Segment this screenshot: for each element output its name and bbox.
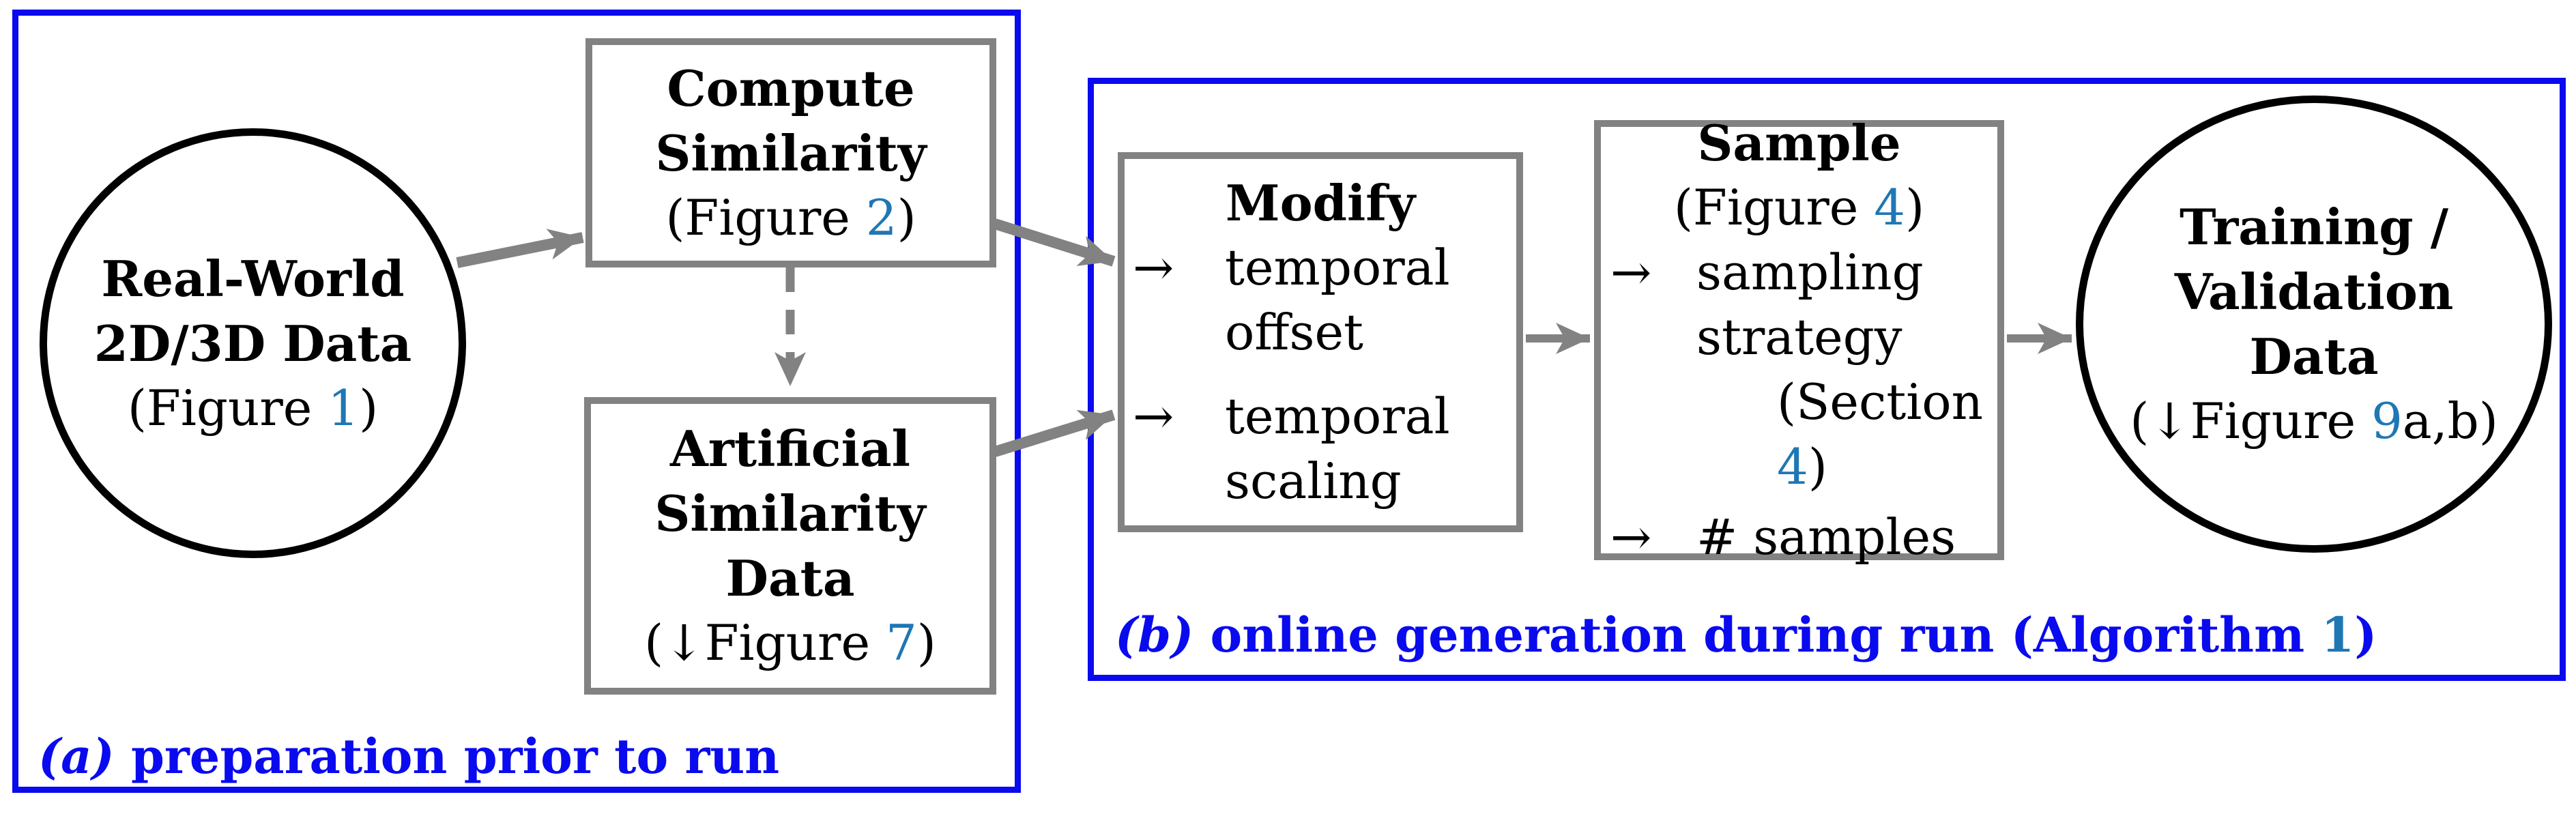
figure-ref-number: 9: [2371, 392, 2403, 450]
node-training-validation-data: Training / Validation Data (↓Figure 9a,b…: [2076, 96, 2552, 553]
figure-ref-close: ): [1905, 179, 1925, 236]
section-ref-text: (Section: [1777, 373, 1984, 431]
caption-panel-b: (b) online generation during run (Algori…: [1115, 606, 2377, 665]
modify-item-1-line-1: temporal: [1225, 239, 1450, 296]
right-arrow-bullet-icon: →: [1133, 239, 1174, 296]
modify-item-2-text: temporal scaling: [1225, 384, 1450, 514]
training-line-3: Data: [2249, 328, 2379, 386]
right-arrow-bullet-icon: →: [1610, 244, 1652, 301]
figure-ref-number: 7: [885, 614, 917, 671]
node-compute-similarity: Compute Similarity (Figure 2): [585, 38, 996, 267]
figure-ref-close: ): [359, 379, 379, 437]
modify-item-temporal-offset: → temporal offset: [1125, 235, 1516, 365]
algorithm-ref-number: 1: [2321, 607, 2355, 663]
compute-line-1: Compute: [667, 59, 915, 117]
down-arrow-figure-ref-text: (↓Figure: [644, 614, 886, 671]
figure-ref-close: a,b): [2402, 392, 2498, 450]
figure-ref-text: (Figure: [665, 188, 866, 246]
node-artificial-similarity-data: Artificial Similarity Data (↓Figure 7): [584, 397, 996, 695]
sample-item-2-text: # samples: [1696, 508, 1956, 566]
figure-ref-number: 2: [865, 188, 897, 246]
panel-b-box: [1088, 78, 2566, 681]
real-world-figure-ref: (Figure 1): [128, 376, 378, 441]
artificial-line-1: Artificial: [670, 420, 910, 478]
sample-item-num-samples: → # samples: [1601, 505, 1997, 570]
sample-title: Sample: [1697, 114, 1901, 172]
artificial-line-2: Similarity: [654, 484, 926, 542]
caption-b-close: ): [2354, 607, 2377, 663]
figure-ref-close: ): [897, 188, 916, 246]
sample-figure-ref: (Figure 4): [1601, 175, 1997, 240]
figure-ref-text: (Figure: [127, 379, 328, 437]
node-real-world-data: Real-World 2D/3D Data (Figure 1): [40, 128, 466, 558]
sample-item-1-line-2: strategy: [1696, 308, 1902, 366]
training-line-1: Training /: [2179, 198, 2449, 256]
real-world-line-2: 2D/3D Data: [93, 314, 412, 373]
figure-ref-number: 4: [1874, 179, 1906, 236]
sample-item-1-line-1: sampling: [1696, 244, 1924, 301]
section-ref-number: 4: [1777, 438, 1808, 495]
node-modify: Modify → temporal offset → temporal scalin…: [1118, 152, 1523, 532]
modify-item-2-line-1: temporal: [1225, 388, 1450, 445]
section-ref-close: ): [1808, 438, 1827, 495]
real-world-line-1: Real-World: [101, 249, 405, 308]
modify-item-2-line-2: scaling: [1225, 452, 1402, 510]
training-figure-ref: (↓Figure 9a,b): [2130, 389, 2498, 454]
right-arrow-bullet-icon: →: [1610, 508, 1652, 566]
caption-b-text: online generation during run (Algorithm: [1193, 607, 2321, 663]
caption-b-label: (b): [1115, 607, 1194, 663]
right-arrow-bullet-icon: →: [1133, 388, 1174, 445]
artificial-line-3: Data: [725, 549, 855, 607]
modify-item-1-text: temporal offset: [1225, 235, 1450, 365]
panel-a-box: [12, 10, 1021, 793]
modify-item-1-line-2: offset: [1225, 304, 1363, 361]
modify-item-temporal-scaling: → temporal scaling: [1125, 384, 1516, 514]
caption-a-label: (a): [38, 728, 115, 785]
compute-line-2: Similarity: [655, 123, 927, 182]
modify-title: Modify: [1225, 174, 1416, 232]
figure-ref-close: ): [916, 614, 936, 671]
sample-section-ref: (Section 4): [1696, 370, 1997, 499]
figure-ref-number: 1: [328, 379, 360, 437]
down-arrow-figure-ref-text: (↓Figure: [2130, 392, 2371, 450]
caption-a-text: preparation prior to run: [114, 728, 780, 785]
training-line-2: Validation: [2174, 263, 2454, 321]
figure-ref-text: (Figure: [1673, 179, 1875, 236]
caption-panel-a: (a) preparation prior to run: [38, 727, 779, 786]
artificial-figure-ref: (↓Figure 7): [591, 611, 989, 675]
compute-figure-ref: (Figure 2): [592, 186, 989, 250]
